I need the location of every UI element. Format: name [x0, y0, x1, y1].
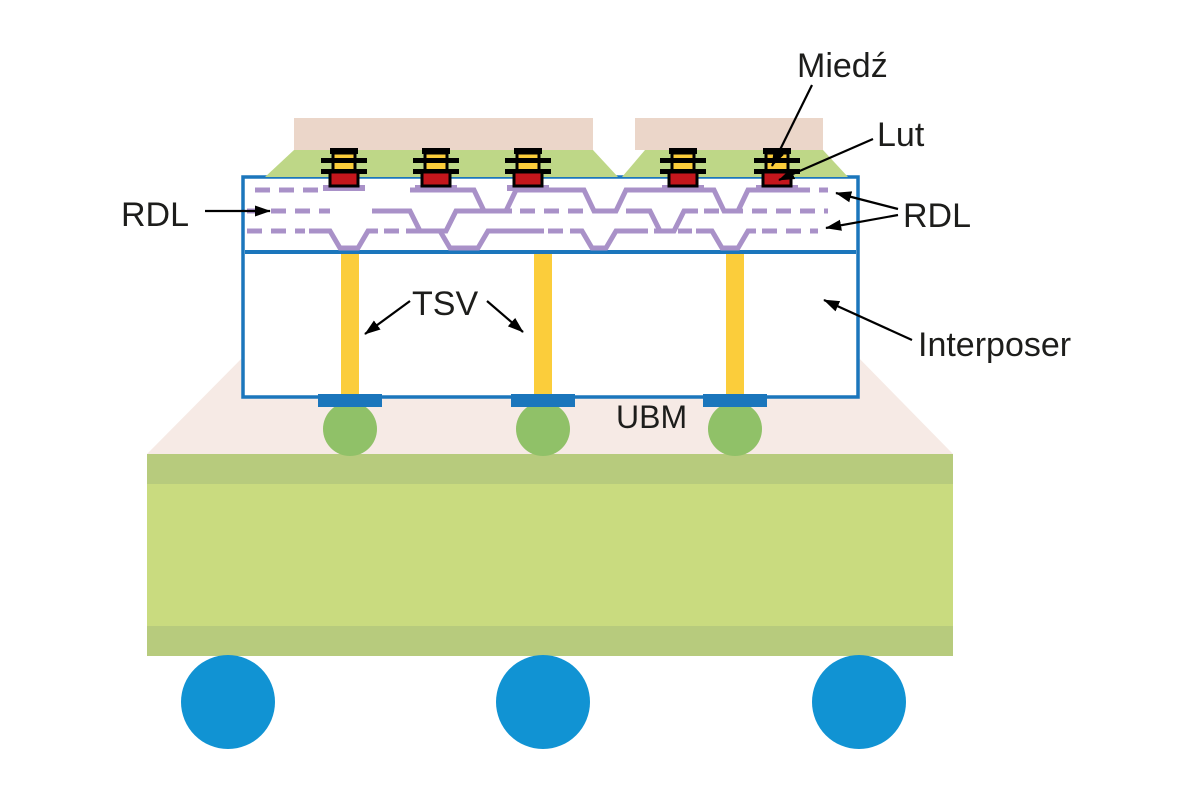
leader-tsv-left: [364, 300, 411, 335]
chip-right: [635, 118, 823, 150]
chip-left: [294, 118, 593, 150]
leader-lut: [778, 137, 874, 182]
substrate-core: [147, 454, 953, 656]
bga-ball-2: [496, 655, 590, 749]
rdl-trace-row3-b: [406, 228, 544, 251]
c4-ball-1: [323, 402, 377, 456]
label-tsv: TSV: [412, 285, 478, 323]
c4-ball-2: [516, 402, 570, 456]
rdl-trace-row3-d: [696, 228, 756, 251]
label-ubm: UBM: [616, 399, 687, 435]
rdl-trace-row2-b: [626, 208, 698, 234]
label-rdl-left: RDL: [121, 196, 189, 234]
label-miedz: Miedź: [797, 47, 888, 85]
c4-balls: [323, 402, 762, 456]
leader-rdl-right-top: [835, 191, 899, 211]
ubm-pads: [318, 394, 767, 407]
label-rdl-right: RDL: [903, 197, 971, 235]
leader-rdl-right-bottom: [825, 213, 899, 231]
rdl-trace-row3-c: [570, 228, 648, 251]
substrate-core-top-band: [147, 454, 953, 484]
bga-ball-1: [181, 655, 275, 749]
label-lut: Lut: [877, 116, 925, 154]
tsv-2: [534, 253, 552, 394]
rdl-trace-row3-a: [309, 228, 378, 251]
ubm-pad-1: [318, 394, 382, 407]
bga-balls: [181, 655, 906, 749]
c4-ball-3: [708, 402, 762, 456]
labels: Miedź Lut RDL RDL TSV Interposer UBM: [121, 47, 1071, 435]
ubm-pad-2: [511, 394, 575, 407]
leader-tsv-right: [486, 300, 524, 333]
tsv-3: [726, 253, 744, 394]
label-interposer: Interposer: [918, 326, 1071, 364]
leader-miedz: [771, 84, 813, 167]
ubm-pad-3: [703, 394, 767, 407]
leader-interposer: [823, 298, 913, 342]
tsvs: [341, 253, 744, 394]
substrate-core-bottom-band: [147, 626, 953, 656]
leader-lines: [205, 84, 913, 342]
bga-ball-3: [812, 655, 906, 749]
tsv-1: [341, 253, 359, 394]
